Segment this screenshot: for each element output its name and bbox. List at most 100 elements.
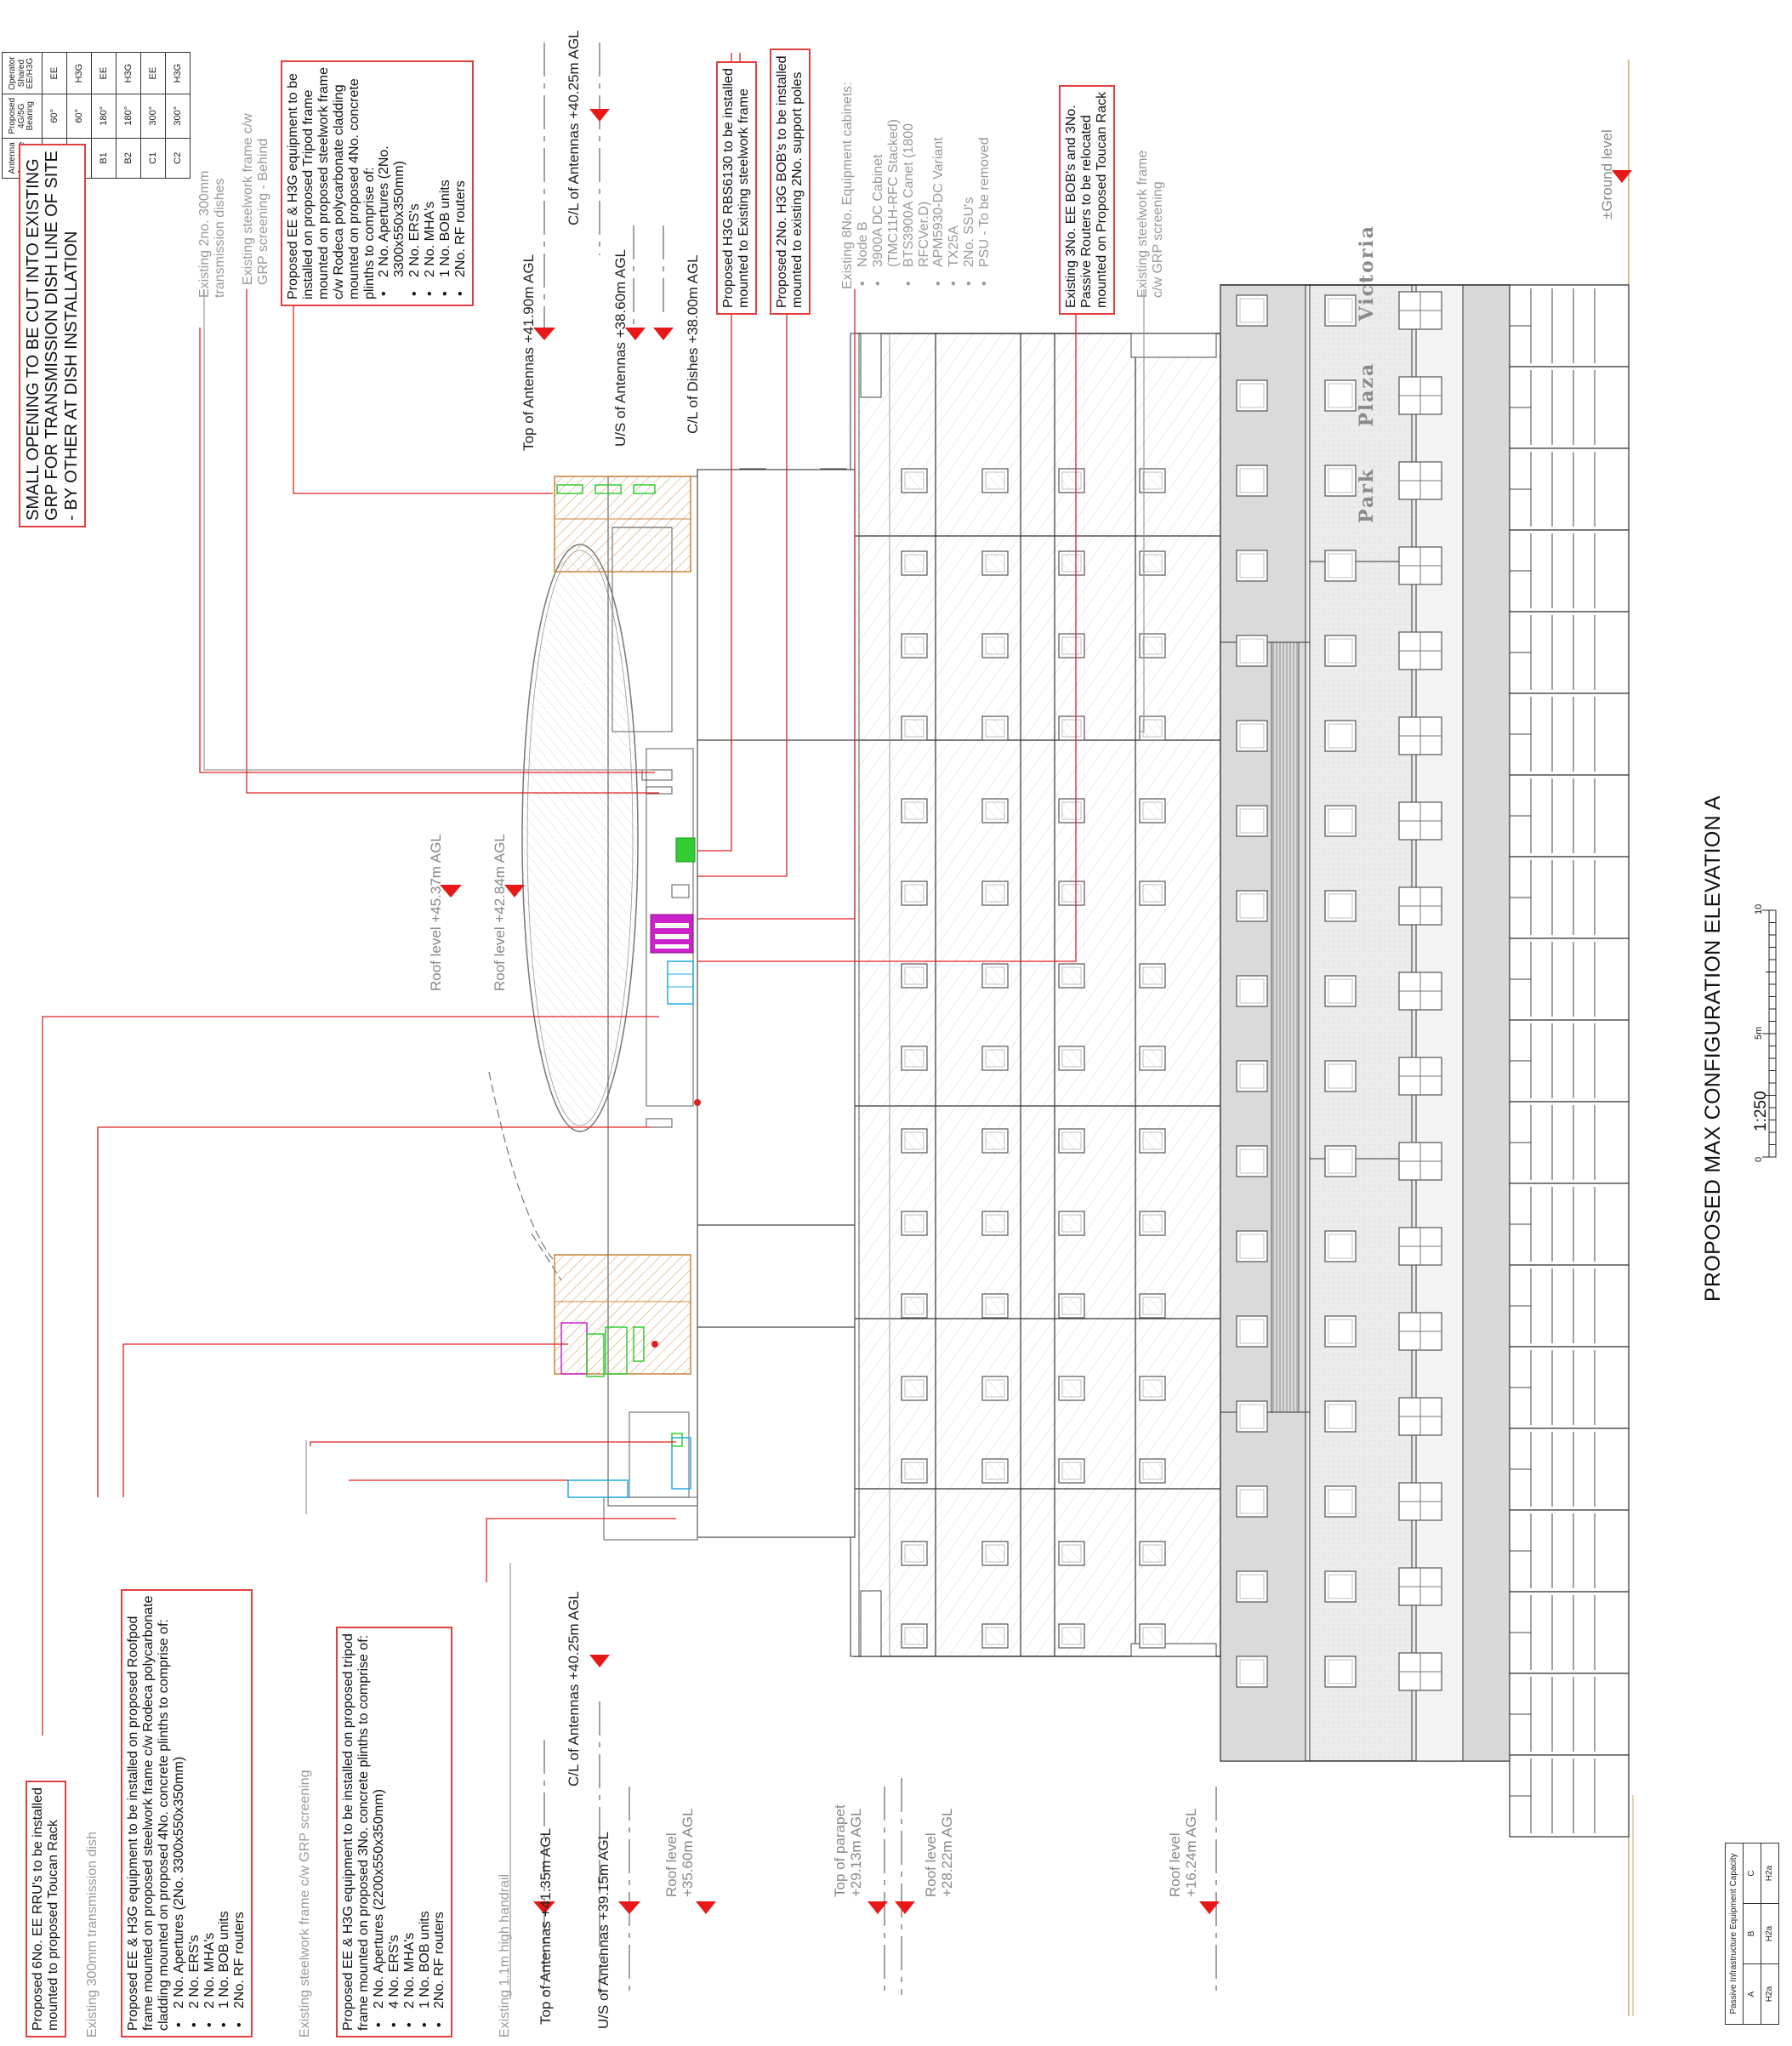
note-bullet: 1 No. BOB units <box>217 1596 232 2031</box>
sign-word-plaza: Plaza <box>1356 362 1378 427</box>
note-bullet: 2No. SSU's <box>962 82 977 289</box>
note-tripod3-proposal: Proposed EE & H3G equipment to be instal… <box>336 1627 453 2037</box>
note-line: Proposed EE & H3G equipment to be instal… <box>341 1633 356 2031</box>
note-bullet: Node B <box>856 82 871 289</box>
level-top-parapet: Top of parapet+29.13m AGL <box>832 1804 864 1897</box>
note-line: Top of Antennas +41.90m AGL <box>521 254 537 451</box>
level-lines <box>543 43 1217 1995</box>
note-line: Roof level +42.84m AGL <box>492 834 508 991</box>
operator-cell: EE <box>140 52 166 94</box>
drawing-title: PROPOSED MAX CONFIGURATION ELEVATION A <box>1701 795 1725 1302</box>
note-bullet: 2No. RF routers <box>432 1633 447 2031</box>
note-bullet: 2 No. MHA's <box>402 1633 418 2031</box>
note-line: - BY OTHER AT DISH INSTALLATION <box>61 231 81 521</box>
note-line: mounted to existing 2No. support poles <box>789 71 805 309</box>
building-podium <box>1220 284 1629 1762</box>
bearing-cell: 60° <box>66 94 92 139</box>
level-roof-4537: Roof level +45.37m AGL <box>428 834 444 991</box>
note-ee-bobs: Existing 3No. EE BOB's and 3No.Passive R… <box>1059 84 1115 315</box>
note-line: c/w GRP screening <box>1150 181 1165 298</box>
note-line: Roof level <box>663 1832 680 1897</box>
note-line: Top of parapet <box>832 1804 848 1897</box>
scale-tick-5m: 5m <box>1754 1026 1764 1040</box>
note-line: cladding mounted on proposed 4No. concre… <box>156 1619 171 2031</box>
note-existing-frame-grp-left: Existing steelwork frame c/w GRP screeni… <box>298 1770 313 2037</box>
capacity-value-a: H2a <box>1761 1963 1779 2025</box>
note-line: C/L of Antennas +40.25m AGL <box>566 30 582 226</box>
note-line: frame mounted on proposed steelwork fram… <box>140 1595 156 2031</box>
operator-cell: H3G <box>116 52 141 94</box>
capacity-header-a: A <box>1743 1963 1761 2025</box>
note-bullet: 2 No. Apertures (2No. 3300x550x350mm) <box>172 1596 187 2031</box>
scale-label: 1:250 <box>1752 1091 1770 1131</box>
note-line: Existing 8No. Equipment cabinets: <box>840 82 855 289</box>
scale-tick-0: 0 <box>1754 1156 1764 1162</box>
note-line: installed on proposed Tripod frame <box>300 89 316 299</box>
level-roof-1624: Roof level+16.24m AGL <box>1167 1809 1199 1897</box>
note-line: Roof level +45.37m AGL <box>428 834 444 991</box>
grp-screen-top <box>554 476 691 573</box>
note-line: Existing steelwork frame <box>1135 150 1150 298</box>
note-line: Existing steelwork frame c/w <box>241 113 255 285</box>
note-line: Roof level <box>923 1832 939 1897</box>
note-roofpod-proposal: Proposed EE & H3G equipment to be instal… <box>121 1588 253 2037</box>
note-bullet: 2 No. Apertures (2No. 3300x550x350mm) <box>377 67 407 299</box>
note-line: GRP FOR TRANSMISSION DISH LINE OF SITE <box>43 151 62 521</box>
building-upper-floors <box>850 333 1221 1657</box>
antenna-header-line: Bearing <box>26 101 36 131</box>
note-line: mounted to proposed Toucan Rack <box>45 1820 60 2031</box>
note-line: c/w Rodeca polycarbonate cladding <box>331 84 346 299</box>
note-line: Existing steelwork frame c/w GRP screeni… <box>298 1770 312 2037</box>
note-bullet: 2 No. MHA's <box>202 1596 218 2031</box>
scale-tick-10: 10 <box>1754 903 1764 915</box>
capacity-table-title: Passive Infrastructure Equipment Capacit… <box>1725 1843 1744 2025</box>
operator-cell: EE <box>42 52 67 94</box>
note-line: U/S of Antennas +38.60m AGL <box>612 248 629 447</box>
level-cl-antennas-left: C/L of Antennas +40.25m AGL <box>566 1592 582 1787</box>
note-bullet: BTS3900A Canet (1800 RFCVer.D) <box>902 82 932 289</box>
note-line: C/L of Dishes +38.00m AGL <box>685 254 701 434</box>
note-line: mounted on proposed steelwork frame <box>316 66 331 299</box>
ground-floor-bays <box>1509 284 1630 1838</box>
note-bullet: APM5930-DC Variant <box>931 82 947 289</box>
note-line: Top of Antennas +41.35m AGL <box>538 1827 554 2025</box>
note-bullet: 1 No. BOB units <box>438 67 453 299</box>
level-markers <box>440 109 1632 1914</box>
note-line: mounted to Existing steelwork frame <box>736 88 751 308</box>
note-bullet: PSU - To be removed <box>977 82 993 289</box>
note-line: Proposed 2No. H3G BOB's to be installed <box>775 55 789 308</box>
scale-bar-ticks <box>1762 909 1776 1158</box>
level-top-antennas-left: Top of Antennas +41.35m AGL <box>538 1828 554 2025</box>
capacity-value-c: H2a <box>1761 1843 1779 1904</box>
facade-ribs <box>860 333 1217 1657</box>
note-line: Existing 1.1m high handrail <box>498 1873 512 2037</box>
level-roof-3560: Roof level+35.60m AGL <box>663 1809 696 1897</box>
note-line: transmission dishes <box>212 178 227 299</box>
bearing-cell: 300° <box>140 94 166 139</box>
note-bullet: 2 No. Apertures (2200x550x350mm) <box>372 1633 387 2031</box>
note-line: Existing 2no. 300mm <box>197 170 212 298</box>
note-line: ±Ground level <box>1599 129 1615 219</box>
note-line: Proposed EE & H3G equipment to be instal… <box>126 1616 140 2031</box>
note-line: plinths to comprise of: <box>361 167 377 299</box>
level-cl-antennas-right: C/L of Antennas +40.25m AGL <box>566 31 582 226</box>
leader-end-markers <box>651 1099 701 1348</box>
rooftop-equipment <box>567 769 696 1498</box>
note-line: +28.22m AGL <box>939 1808 956 1897</box>
capacity-table-title-row: Passive Infrastructure Equipment Capacit… <box>1725 1843 1744 2025</box>
note-existing-dish-300: Existing 300mm transmission dish <box>85 1832 100 2037</box>
operator-cell: EE <box>91 52 117 94</box>
antenna-header-line: EE/H3G <box>26 57 36 89</box>
note-line: C/L of Antennas +40.25m AGL <box>566 1591 582 1787</box>
note-line: Existing 300mm transmission dish <box>85 1832 100 2037</box>
note-line: GRP screening - Behind <box>255 138 270 285</box>
sign-word-park: Park <box>1356 467 1378 523</box>
